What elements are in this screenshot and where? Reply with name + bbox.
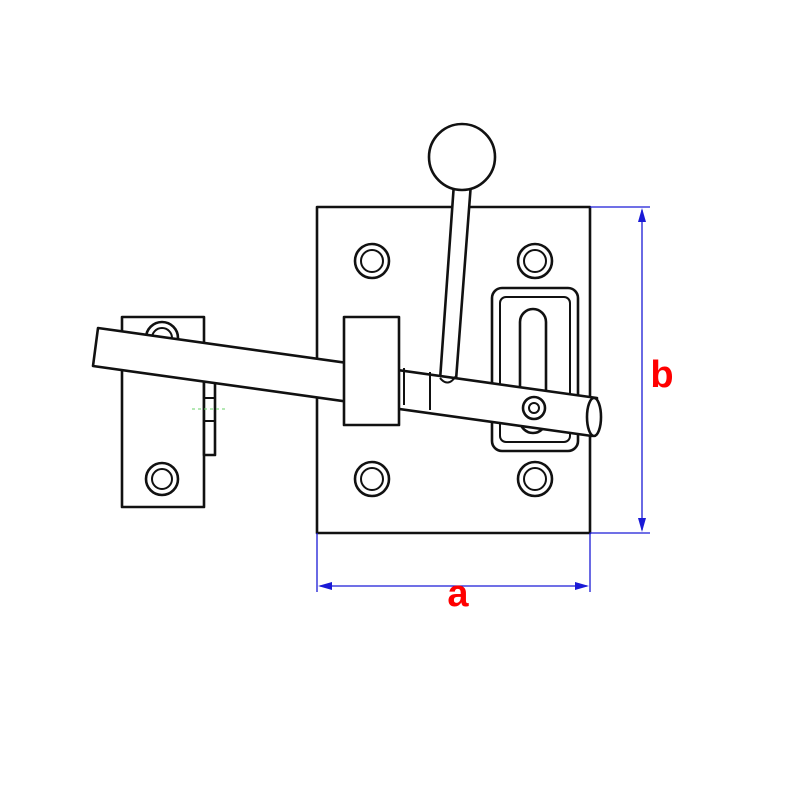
dimension-height: b xyxy=(590,206,674,534)
dimension-label-b: b xyxy=(650,354,673,396)
keeper-screw-hole-bottom xyxy=(144,461,180,497)
bolt-pin xyxy=(521,395,547,421)
handle-knob xyxy=(427,122,497,192)
plate-screw-hole-bottom-right xyxy=(516,460,554,498)
plate-screw-hole-top-left xyxy=(353,242,391,280)
plate-screw-hole-top-right xyxy=(516,242,554,280)
bolt-staple xyxy=(342,315,401,427)
dimension-label-a: a xyxy=(447,573,469,615)
plate-screw-hole-bottom-left xyxy=(353,460,391,498)
dimension-width: a xyxy=(316,533,591,615)
